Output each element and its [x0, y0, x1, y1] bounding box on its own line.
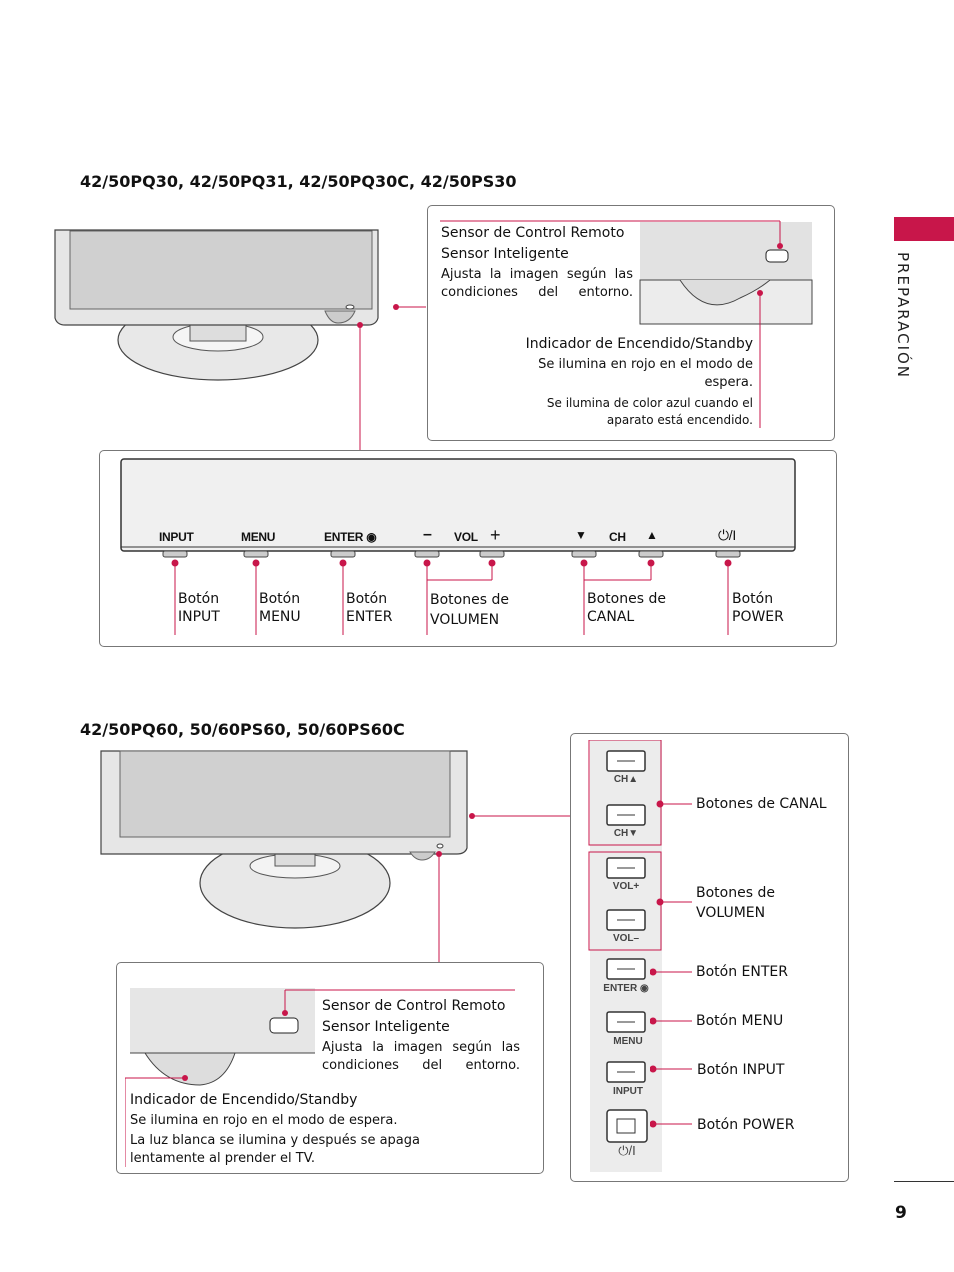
top-indicator-desc2: Se ilumina de color azul cuando el apara… — [546, 396, 753, 427]
top-indicator-desc1: Se ilumina en rojo en el modo de espera. — [538, 357, 753, 390]
panel-vol-up-button[interactable]: + — [490, 525, 501, 545]
side-panel-frame — [570, 733, 849, 1182]
panel-ch-up-button[interactable]: ▲ — [646, 528, 658, 542]
page-number: 9 — [895, 1203, 907, 1223]
bottom-callout-detail — [125, 988, 515, 1167]
page-rule — [894, 1181, 954, 1182]
tv-illustration-bottom — [100, 750, 570, 963]
side-enter-button[interactable]: ENTER ◉ — [603, 983, 649, 994]
top-smart-sensor-desc: Ajusta la imagen según las condiciones d… — [441, 267, 633, 300]
top-panel-frame — [99, 450, 837, 647]
panel-input-button[interactable]: INPUT — [159, 530, 194, 544]
bottom-smart-sensor-desc: Ajusta la imagen según las condiciones d… — [322, 1040, 520, 1073]
top-indicator-title: Indicador de Encendido/Standby — [525, 336, 753, 352]
bottom-indicator-title: Indicador de Encendido/Standby — [130, 1092, 358, 1108]
bottom-remote-sensor-label: Sensor de Control Remoto — [322, 998, 506, 1014]
top-smart-sensor-label: Sensor Inteligente — [441, 246, 569, 262]
side-ch-up-button[interactable]: CH▲ — [613, 774, 639, 785]
bottom-indicator-desc1: Se ilumina en rojo en el modo de espera. — [130, 1113, 398, 1128]
side-ch-down-button[interactable]: CH▼ — [613, 828, 639, 839]
panel-menu-button[interactable]: MENU — [241, 530, 276, 544]
side-callout-canal: Botones de CANAL — [696, 796, 827, 812]
panel-ch-down-button[interactable]: ▼ — [575, 528, 587, 542]
panel-power-button[interactable]: ⏻/I — [718, 527, 736, 543]
top-callout-detail — [440, 220, 813, 428]
tv-illustration-top — [54, 229, 426, 450]
side-menu-button[interactable]: MENU — [613, 1036, 643, 1047]
top-callout-frame — [427, 205, 835, 441]
side-callout-enter: Botón ENTER — [696, 964, 788, 980]
bottom-indicator-desc2: La luz blanca se ilumina y después se ap… — [130, 1133, 420, 1166]
side-vol-down-button[interactable]: VOL– — [612, 933, 640, 944]
panel-vol-label: VOL — [454, 530, 478, 544]
bottom-smart-sensor-label: Sensor Inteligente — [322, 1019, 450, 1035]
panel-enter-label: ENTER — [324, 530, 364, 544]
side-callout-input: Botón INPUT — [697, 1062, 785, 1078]
side-input-button[interactable]: INPUT — [613, 1086, 643, 1097]
side-power-button[interactable]: ⏻/I — [618, 1143, 636, 1158]
section-label: PREPARACIÓN — [894, 252, 912, 380]
top-models-title: 42/50PQ30, 42/50PQ31, 42/50PQ30C, 42/50P… — [80, 172, 517, 191]
top-remote-sensor-label: Sensor de Control Remoto — [441, 225, 625, 241]
enter-dot-icon: ◉ — [366, 530, 377, 544]
side-callout-menu: Botón MENU — [696, 1013, 784, 1029]
bottom-models-title: 42/50PQ60, 50/60PS60, 50/60PS60C — [80, 720, 405, 739]
panel-vol-down-button[interactable]: – — [423, 526, 432, 543]
panel-enter-button[interactable]: ENTER ◉ — [324, 530, 377, 544]
side-button-column — [588, 740, 662, 1172]
top-control-panel — [120, 458, 796, 635]
side-callout-power: Botón POWER — [697, 1117, 795, 1133]
bottom-callout-frame — [116, 962, 544, 1174]
panel-ch-label: CH — [609, 530, 626, 544]
side-callout-volumen-1: Botones de — [696, 885, 775, 901]
section-tab — [894, 217, 954, 241]
side-vol-up-button[interactable]: VOL+ — [612, 881, 640, 892]
side-leader-lines — [650, 800, 692, 1128]
side-callout-volumen-2: VOLUMEN — [696, 905, 766, 921]
